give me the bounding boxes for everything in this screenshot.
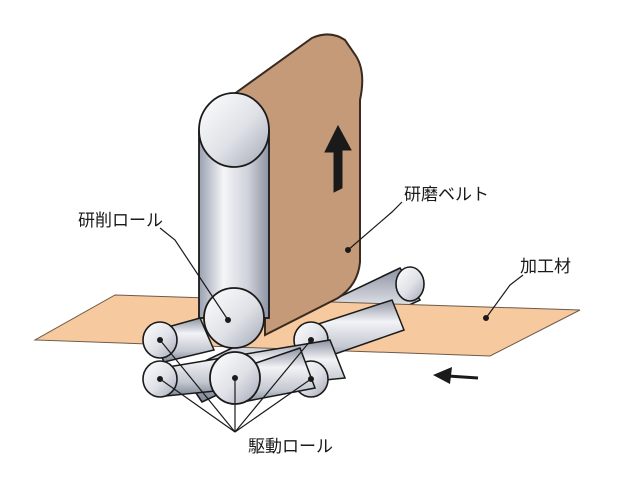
up-arrow-icon — [324, 124, 352, 193]
workpiece-label: 加工材 — [520, 257, 571, 277]
leader-lines — [157, 201, 524, 433]
abrasive-belt-label: 研磨ベルト — [404, 185, 489, 205]
drive-rolls-label: 駆動ロール — [248, 437, 333, 457]
left-arrow-icon — [433, 367, 479, 384]
grinding-roll-label: 研削ロール — [78, 211, 163, 231]
grinding-roll — [198, 92, 270, 349]
